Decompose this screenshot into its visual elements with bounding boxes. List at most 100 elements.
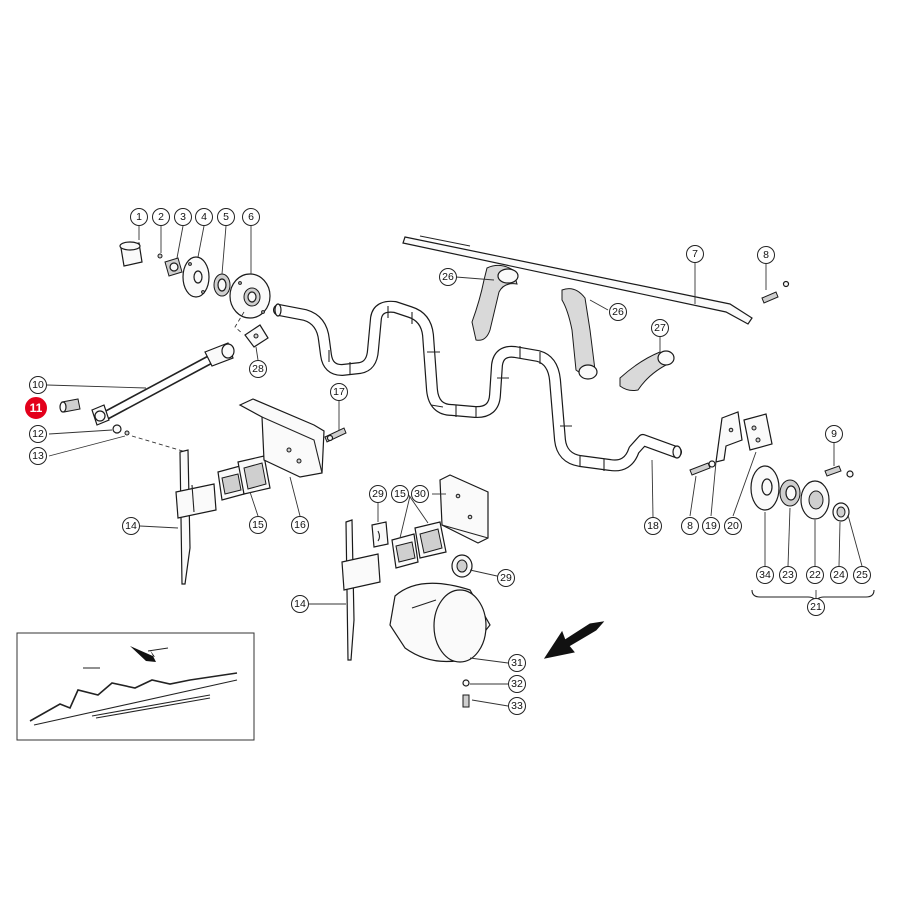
callout-26-right: 26	[609, 303, 627, 321]
callout-28: 28	[249, 360, 267, 378]
part-washer-32	[462, 679, 470, 687]
svg-text:22: 22	[809, 569, 821, 581]
part-bearing-5	[213, 273, 231, 297]
callout-3: 3	[174, 208, 192, 226]
svg-text:20: 20	[727, 520, 739, 532]
part-bolt-9	[824, 465, 854, 478]
callout-16: 16	[291, 516, 309, 534]
part-bent-tube-18	[273, 300, 682, 472]
callout-5: 5	[217, 208, 235, 226]
part-housing-6	[229, 273, 271, 319]
part-bushing-1	[119, 241, 143, 267]
part-pin-2	[157, 253, 163, 259]
part-clip-29-left	[371, 521, 389, 548]
part-flange-4	[182, 256, 210, 298]
part-housing-22	[800, 480, 830, 520]
svg-text:25: 25	[856, 569, 868, 581]
svg-text:19: 19	[705, 520, 717, 532]
callout-17: 17	[330, 383, 348, 401]
svg-text:8: 8	[763, 249, 769, 261]
svg-text:7: 7	[692, 248, 698, 260]
part-screw-8-top	[761, 280, 790, 304]
callout-29-left: 29	[369, 485, 387, 503]
part-blade-14-center	[341, 519, 381, 661]
svg-text:2: 2	[158, 211, 164, 223]
svg-text:18: 18	[647, 520, 659, 532]
part-rubber-block-15-center	[391, 521, 447, 569]
svg-text:24: 24	[833, 569, 845, 581]
part-nut-3	[164, 257, 183, 277]
part-hose-27	[619, 350, 675, 391]
svg-text:17: 17	[333, 386, 345, 398]
part-pin-11	[59, 398, 81, 413]
callout-23: 23	[779, 566, 797, 584]
callout-9: 9	[825, 425, 843, 443]
part-bracket-20	[743, 413, 773, 451]
svg-text:13: 13	[32, 450, 44, 462]
callout-6: 6	[242, 208, 260, 226]
svg-text:23: 23	[782, 569, 794, 581]
callout-19: 19	[702, 517, 720, 535]
part-collar-24	[832, 502, 850, 522]
part-cylinder-31	[389, 582, 491, 663]
callout-33: 33	[508, 697, 526, 715]
callout-34: 34	[756, 566, 774, 584]
inset-detail-view	[16, 632, 255, 741]
part-plate-30	[439, 474, 489, 544]
callout-24: 24	[830, 566, 848, 584]
callout-15-left: 15	[249, 516, 267, 534]
callout-4: 4	[195, 208, 213, 226]
part-bar-7	[402, 235, 753, 325]
svg-text:14: 14	[125, 520, 137, 532]
callout-13: 13	[29, 447, 47, 465]
svg-text:10: 10	[32, 379, 44, 391]
svg-text:5: 5	[223, 211, 229, 223]
callout-21: 21	[807, 598, 825, 616]
direction-arrow	[543, 621, 605, 659]
callout-18: 18	[644, 517, 662, 535]
svg-text:15: 15	[252, 519, 264, 531]
part-bolt-8-lower	[689, 460, 716, 476]
part-washer-12	[112, 424, 122, 434]
callout-14-left: 14	[122, 517, 140, 535]
part-bushing-29-right	[451, 554, 473, 578]
callout-2: 2	[152, 208, 170, 226]
svg-text:16: 16	[294, 519, 306, 531]
svg-text:12: 12	[32, 428, 44, 440]
svg-text:27: 27	[654, 322, 666, 334]
callout-27: 27	[651, 319, 669, 337]
callout-32: 32	[508, 675, 526, 693]
part-bolt-17	[324, 427, 347, 443]
callout-1: 1	[130, 208, 148, 226]
callout-15-center: 15	[391, 485, 409, 503]
svg-text:33: 33	[511, 700, 523, 712]
svg-text:3: 3	[180, 211, 186, 223]
svg-text:6: 6	[248, 211, 254, 223]
svg-text:4: 4	[201, 211, 207, 223]
svg-text:26: 26	[442, 271, 454, 283]
part-bearing-23	[779, 479, 801, 507]
callout-14-center: 14	[291, 595, 309, 613]
callout-12: 12	[29, 425, 47, 443]
callout-8-lower: 8	[681, 517, 699, 535]
callout-25: 25	[853, 566, 871, 584]
svg-text:11: 11	[30, 401, 43, 415]
svg-text:21: 21	[810, 601, 822, 613]
part-pin-13	[124, 430, 130, 436]
svg-text:31: 31	[511, 657, 523, 669]
svg-text:32: 32	[511, 678, 523, 690]
callout-10: 10	[29, 376, 47, 394]
svg-text:28: 28	[252, 363, 264, 375]
svg-text:29: 29	[500, 572, 512, 584]
part-mount-plate-16	[238, 398, 325, 478]
part-hose-26-left	[471, 264, 519, 341]
svg-text:9: 9	[831, 428, 837, 440]
svg-text:26: 26	[612, 306, 624, 318]
part-bracket-19	[715, 411, 743, 463]
callout-11-highlighted: 11	[25, 397, 47, 419]
callout-29-right: 29	[497, 569, 515, 587]
part-blade-14-left	[175, 449, 217, 585]
svg-text:34: 34	[759, 569, 771, 581]
svg-text:29: 29	[372, 488, 384, 500]
